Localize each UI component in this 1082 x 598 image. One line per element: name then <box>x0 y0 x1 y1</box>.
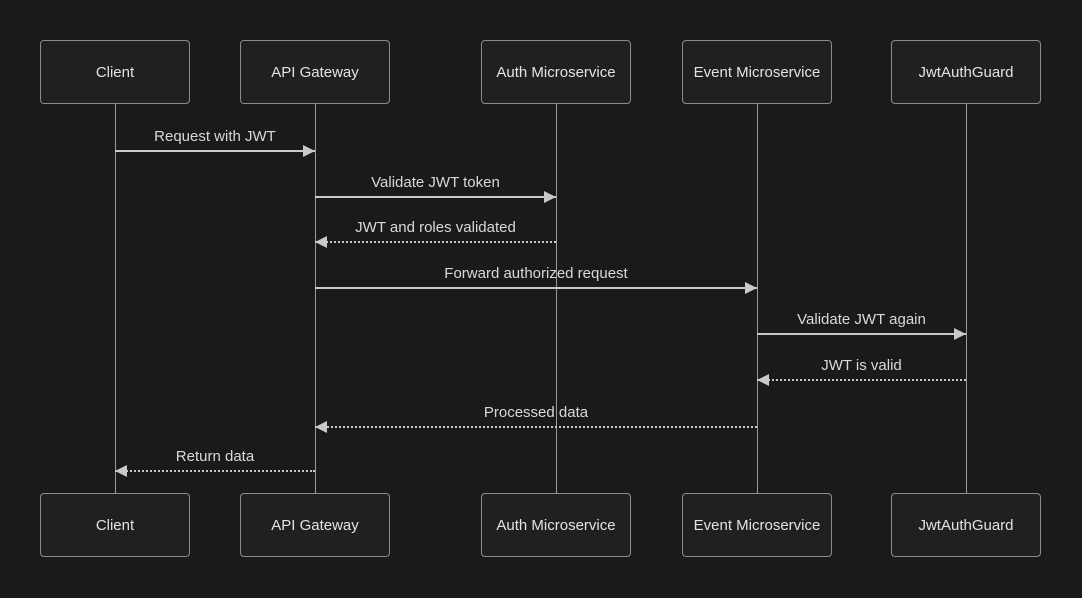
message-label: Validate JWT token <box>371 174 500 191</box>
message-jwt-is-valid: JWT is valid <box>757 356 966 386</box>
arrowhead-left-icon <box>315 421 327 433</box>
actor-label: JwtAuthGuard <box>918 516 1014 534</box>
message-label: Forward authorized request <box>444 265 628 282</box>
actor-label: Event Microservice <box>693 516 821 534</box>
arrowhead-left-icon <box>115 465 127 477</box>
message-label: Processed data <box>483 404 589 421</box>
arrowhead-right-icon <box>954 328 966 340</box>
actor-label: API Gateway <box>271 516 359 534</box>
message-validate-jwt-token: Validate JWT token <box>315 173 556 203</box>
actor-top-auth-microservice: Auth Microservice <box>481 40 631 104</box>
arrowhead-right-icon <box>544 191 556 203</box>
actor-bottom-client: Client <box>40 493 190 557</box>
arrowhead-left-icon <box>315 236 327 248</box>
arrowhead-right-icon <box>745 282 757 294</box>
actor-label: Client <box>95 516 135 534</box>
message-line <box>315 196 556 198</box>
message-jwt-and-roles-validated: JWT and roles validated <box>315 218 556 248</box>
message-line <box>757 333 966 335</box>
message-label: JWT and roles validated <box>355 219 516 236</box>
actor-bottom-jwtauthguard: JwtAuthGuard <box>891 493 1041 557</box>
message-label: Return data <box>175 448 255 465</box>
lifeline-jwtauthguard <box>965 104 967 493</box>
message-validate-jwt-again: Validate JWT again <box>757 310 966 340</box>
message-return-data: Return data <box>115 447 315 477</box>
message-processed-data: Processed data <box>315 403 757 433</box>
lifeline-event-microservice <box>756 104 758 493</box>
lifeline-client <box>114 104 116 493</box>
actor-label: API Gateway <box>271 63 359 81</box>
actor-label: JwtAuthGuard <box>918 63 1014 81</box>
actor-bottom-event-microservice: Event Microservice <box>682 493 832 557</box>
actor-bottom-auth-microservice: Auth Microservice <box>481 493 631 557</box>
message-label: Validate JWT again <box>797 311 926 328</box>
arrowhead-left-icon <box>757 374 769 386</box>
actor-label: Auth Microservice <box>496 516 616 534</box>
actor-top-api-gateway: API Gateway <box>240 40 390 104</box>
message-line <box>757 379 966 381</box>
lifeline-api-gateway <box>314 104 316 493</box>
message-line <box>115 150 315 152</box>
message-line <box>115 470 315 472</box>
actor-label: Client <box>95 63 135 81</box>
message-label: JWT is valid <box>821 357 902 374</box>
message-line <box>315 241 556 243</box>
lifeline-auth-microservice <box>555 104 557 493</box>
actor-top-client: Client <box>40 40 190 104</box>
actor-top-jwtauthguard: JwtAuthGuard <box>891 40 1041 104</box>
message-line <box>315 287 757 289</box>
message-label: Request with JWT <box>154 128 276 145</box>
actor-label: Event Microservice <box>693 63 821 81</box>
message-line <box>315 426 757 428</box>
actor-bottom-api-gateway: API Gateway <box>240 493 390 557</box>
actor-label: Auth Microservice <box>496 63 616 81</box>
message-request-with-jwt: Request with JWT <box>115 127 315 157</box>
arrowhead-right-icon <box>303 145 315 157</box>
message-forward-authorized-request: Forward authorized request <box>315 264 757 294</box>
actor-top-event-microservice: Event Microservice <box>682 40 832 104</box>
